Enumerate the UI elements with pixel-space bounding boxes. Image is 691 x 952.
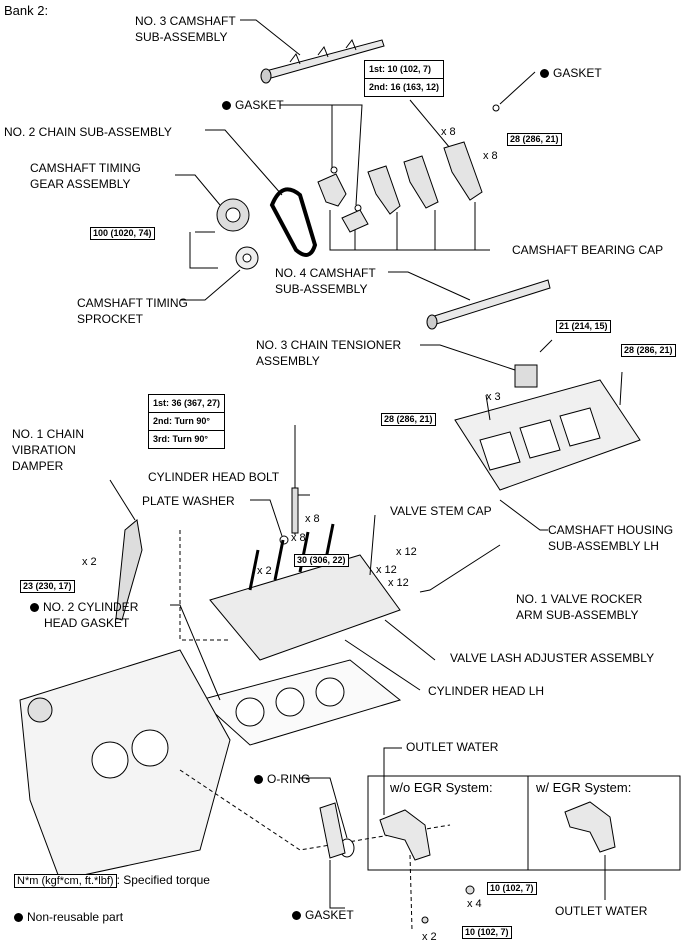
label-gasket-top-right: GASKET bbox=[540, 66, 602, 80]
torque-30: 30 (306, 22) bbox=[294, 554, 349, 567]
engine-block-drawing bbox=[19, 649, 231, 881]
legend-non-reusable: Non-reusable part bbox=[14, 910, 123, 924]
diagram-title: Bank 2: bbox=[4, 3, 49, 18]
label-timing-gear-line1: CAMSHAFT TIMING bbox=[30, 161, 141, 175]
label-o-ring-text: O-RING bbox=[267, 772, 311, 786]
torque-10-b: 10 (102, 7) bbox=[462, 926, 512, 939]
non-reusable-dot-icon bbox=[540, 69, 549, 78]
label-gasket-bottom-text: GASKET bbox=[305, 908, 354, 922]
timing-gear-drawing bbox=[216, 198, 259, 270]
bearing-caps-drawing bbox=[317, 141, 483, 233]
mult-x2-b: x 2 bbox=[257, 565, 272, 577]
egr-comparison-box bbox=[367, 775, 681, 871]
mult-x4: x 4 bbox=[467, 898, 482, 910]
torque-28-top: 28 (286, 21) bbox=[507, 133, 562, 146]
mult-x8-a: x 8 bbox=[441, 126, 456, 138]
label-outlet-water-bottom: OUTLET WATER bbox=[555, 904, 648, 918]
torque-10-a: 10 (102, 7) bbox=[487, 882, 537, 895]
non-reusable-dot-icon bbox=[292, 911, 301, 920]
mult-x12-b: x 12 bbox=[376, 564, 397, 576]
label-vib-damper-line2: VIBRATION bbox=[12, 443, 76, 457]
torque-28-right: 28 (286, 21) bbox=[621, 344, 676, 357]
non-reusable-dot-icon bbox=[14, 913, 23, 922]
mult-x8-c: x 8 bbox=[305, 513, 320, 525]
label-head-gasket-line2: HEAD GASKET bbox=[44, 616, 130, 630]
non-reusable-dot-icon bbox=[254, 775, 263, 784]
camshaft-housing-drawing bbox=[454, 379, 641, 491]
label-rocker-line1: NO. 1 VALVE ROCKER bbox=[516, 592, 643, 606]
label-outlet-water-top: OUTLET WATER bbox=[406, 740, 499, 754]
label-gasket-bottom: GASKET bbox=[292, 908, 354, 922]
no3-camshaft-drawing bbox=[260, 38, 385, 84]
label-no3-camshaft-line1: NO. 3 CAMSHAFT bbox=[135, 14, 236, 28]
label-sprocket-line1: CAMSHAFT TIMING bbox=[77, 296, 188, 310]
mult-x8-b: x 8 bbox=[483, 150, 498, 162]
legend-torque-desc: : Specified torque bbox=[116, 873, 210, 887]
label-head-gasket-line1-text: NO. 2 CYLINDER bbox=[43, 600, 139, 614]
label-bearing-cap: CAMSHAFT BEARING CAP bbox=[512, 243, 664, 257]
non-reusable-dot-icon bbox=[30, 603, 39, 612]
label-cylinder-head: CYLINDER HEAD LH bbox=[428, 684, 545, 698]
label-housing-line2: SUB-ASSEMBLY LH bbox=[548, 539, 659, 553]
label-head-bolt: CYLINDER HEAD BOLT bbox=[148, 470, 280, 484]
bearing-cap-torque-box: 1st: 10 (102, 7) 2nd: 16 (163, 12) bbox=[364, 60, 445, 97]
mult-x12-a: x 12 bbox=[396, 546, 417, 558]
torque-100: 100 (1020, 74) bbox=[90, 227, 155, 240]
non-reusable-dot-icon bbox=[222, 101, 231, 110]
head-bolt-torque-3rd: 3rd: Turn 90° bbox=[153, 434, 208, 444]
torque-23: 23 (230, 17) bbox=[20, 580, 75, 593]
head-bolt-torque-1st: 1st: 36 (367, 27) bbox=[149, 395, 225, 413]
bearing-cap-torque-1st: 1st: 10 (102, 7) bbox=[365, 61, 444, 79]
label-gasket-mid: GASKET bbox=[222, 98, 284, 112]
label-valve-stem-cap: VALVE STEM CAP bbox=[390, 504, 492, 518]
label-no3-camshaft-line2: SUB-ASSEMBLY bbox=[135, 30, 228, 44]
mult-x3: x 3 bbox=[486, 391, 501, 403]
label-plate-washer: PLATE WASHER bbox=[142, 494, 235, 508]
label-wo-egr: w/o EGR System: bbox=[390, 780, 493, 795]
legend-torque-unit: N*m (kgf*cm, ft.*lbf) bbox=[14, 874, 117, 888]
label-rocker-line2: ARM SUB-ASSEMBLY bbox=[516, 608, 639, 622]
label-housing-line1: CAMSHAFT HOUSING bbox=[548, 523, 674, 537]
label-tensioner-line1: NO. 3 CHAIN TENSIONER bbox=[256, 338, 402, 352]
label-w-egr: w/ EGR System: bbox=[536, 780, 632, 795]
label-gasket-top-right-text: GASKET bbox=[553, 66, 602, 80]
label-no2-chain: NO. 2 CHAIN SUB-ASSEMBLY bbox=[4, 125, 172, 139]
label-vib-damper-line3: DAMPER bbox=[12, 459, 64, 473]
label-timing-gear-line2: GEAR ASSEMBLY bbox=[30, 177, 131, 191]
torque-21: 21 (214, 15) bbox=[556, 320, 611, 333]
mult-x2-c: x 2 bbox=[422, 931, 437, 943]
label-tensioner-line2: ASSEMBLY bbox=[256, 354, 320, 368]
head-bolt-torque-box: 1st: 36 (367, 27) 2nd: Turn 90° 3rd: Tur… bbox=[148, 394, 226, 449]
label-sprocket-line2: SPROCKET bbox=[77, 312, 144, 326]
mult-x8-d: x 8 bbox=[291, 532, 306, 544]
mult-x2-a: x 2 bbox=[82, 556, 97, 568]
label-gasket-mid-text: GASKET bbox=[235, 98, 284, 112]
no4-camshaft-drawing bbox=[426, 279, 551, 330]
label-vib-damper-line1: NO. 1 CHAIN bbox=[12, 427, 85, 441]
legend-torque: N*m (kgf*cm, ft.*lbf): Specified torque bbox=[14, 873, 210, 888]
legend-non-reusable-text: Non-reusable part bbox=[27, 910, 124, 924]
label-o-ring: O-RING bbox=[254, 772, 310, 786]
label-lash-adjuster: VALVE LASH ADJUSTER ASSEMBLY bbox=[450, 651, 655, 665]
label-no4-camshaft-line1: NO. 4 CAMSHAFT bbox=[275, 266, 376, 280]
torque-28-left: 28 (286, 21) bbox=[381, 413, 436, 426]
cylinder-head-drawing bbox=[209, 523, 401, 661]
head-bolt-torque-2nd: 2nd: Turn 90° bbox=[149, 413, 225, 431]
label-head-gasket-line1: NO. 2 CYLINDER bbox=[30, 600, 138, 614]
label-no4-camshaft-line2: SUB-ASSEMBLY bbox=[275, 282, 368, 296]
mult-x12-c: x 12 bbox=[388, 577, 409, 589]
head-gasket-drawing bbox=[198, 659, 402, 746]
bearing-cap-torque-2nd: 2nd: 16 (163, 12) bbox=[369, 82, 440, 92]
